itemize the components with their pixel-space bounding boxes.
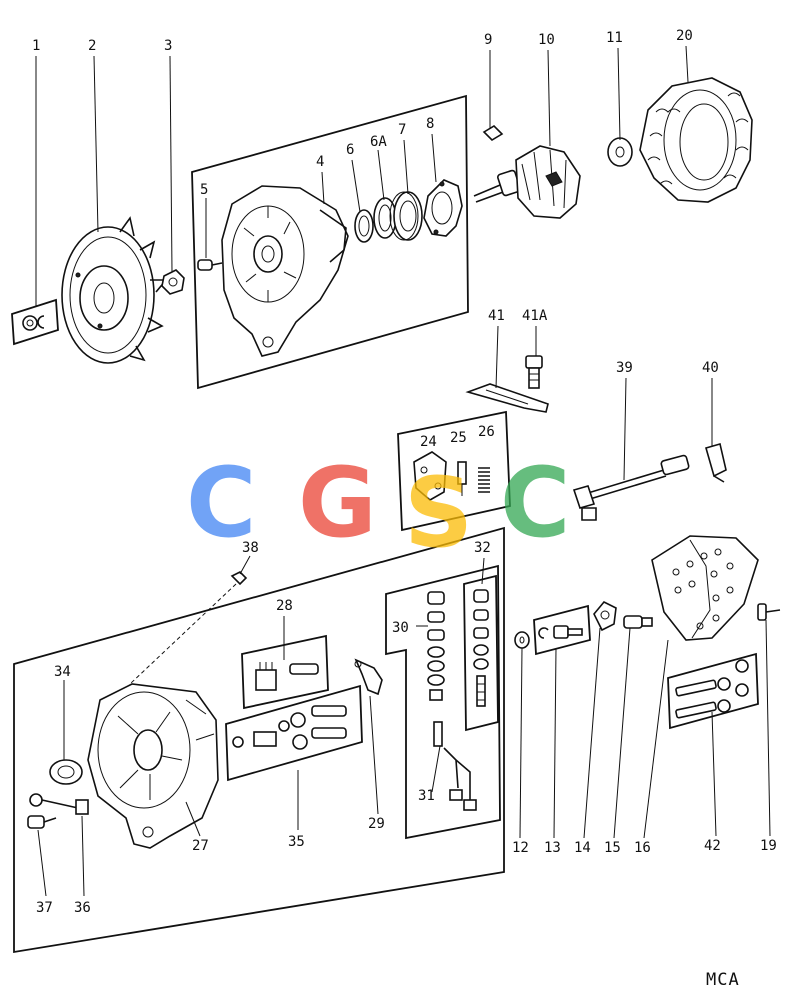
regulator-group-frame	[385, 564, 501, 840]
part-28-terminal-set	[255, 662, 319, 691]
watermark-letter-3: S	[404, 457, 473, 569]
part-35-terminal-kit	[232, 705, 347, 750]
label-25: 25	[450, 430, 467, 446]
part-25-brush	[457, 461, 467, 496]
label-11: 11	[606, 30, 623, 46]
label-34: 34	[54, 664, 71, 680]
label-1: 1	[32, 38, 40, 54]
part-32-nut-stack	[473, 589, 489, 707]
label-12: 12	[512, 840, 529, 856]
part-36-terminal	[29, 793, 89, 815]
part-38-screw	[230, 571, 248, 586]
part-12-washer	[514, 631, 530, 649]
label-6: 6	[346, 142, 354, 158]
part-2-pulley-fan	[61, 216, 168, 364]
label-35: 35	[288, 834, 305, 850]
part-5-screw	[197, 259, 223, 271]
watermark: C G S C	[186, 447, 570, 569]
label-8: 8	[426, 116, 434, 132]
part-37-screw	[27, 815, 57, 829]
label-20: 20	[676, 28, 693, 44]
label-42: 42	[704, 838, 721, 854]
label-5: 5	[200, 182, 208, 198]
label-39: 39	[616, 360, 633, 376]
label-9: 9	[484, 32, 492, 48]
part-32-group-frame	[463, 574, 499, 732]
label-7: 7	[398, 122, 406, 138]
label-32: 32	[474, 540, 491, 556]
part-3-nut	[161, 269, 185, 295]
label-13: 13	[544, 840, 561, 856]
label-14: 14	[574, 840, 591, 856]
part-26-spring	[478, 467, 490, 493]
watermark-letter-4: C	[500, 447, 570, 559]
part-15-screw	[623, 615, 653, 629]
brush-holder-group-frame	[397, 410, 511, 532]
watermark-letter-1: C	[186, 447, 256, 559]
part-10-rotor	[473, 145, 581, 219]
part-8-retainer-plate	[423, 179, 463, 237]
part-13-bolt-set	[538, 625, 583, 639]
part-19-screw	[757, 603, 781, 621]
label-24: 24	[420, 434, 437, 450]
part-42-bolt-set	[675, 659, 749, 719]
part-28-group-frame	[241, 634, 329, 710]
label-15: 15	[604, 840, 621, 856]
part-30-nut-stack	[427, 591, 445, 701]
part-42-group-frame	[667, 652, 759, 730]
label-3: 3	[164, 38, 172, 54]
part-41a-bolt	[525, 355, 543, 389]
part-27-housing	[87, 683, 219, 849]
part-41-bracket	[465, 383, 549, 413]
part-29-bracket	[354, 658, 383, 696]
label-27: 27	[192, 838, 209, 854]
part-24-brush-holder	[413, 451, 447, 501]
label-37: 37	[36, 900, 53, 916]
part-35-group-frame	[225, 684, 363, 782]
label-26: 26	[478, 424, 495, 440]
part-1-nut-washer	[11, 298, 59, 346]
label-28: 28	[276, 598, 293, 614]
part-40-clip	[705, 442, 727, 483]
label-4: 4	[316, 154, 324, 170]
part-7-bearing	[389, 191, 423, 241]
callout-labels: 1 2 3 4 5 6 6A 7 8 9 10 11 20 41 41A 39 …	[32, 28, 777, 916]
label-41a: 41A	[522, 308, 548, 324]
part-6-ring	[354, 209, 374, 243]
label-6a: 6A	[370, 134, 387, 150]
label-41: 41	[488, 308, 505, 324]
label-2: 2	[88, 38, 96, 54]
part-9-key	[482, 124, 504, 142]
part-31-regulator-lead	[433, 721, 477, 811]
label-29: 29	[368, 816, 385, 832]
label-30: 30	[392, 620, 409, 636]
part-20-stator	[639, 77, 753, 203]
part-13-group-frame	[533, 604, 591, 656]
label-19: 19	[760, 838, 777, 854]
part-4-end-shield	[221, 185, 349, 357]
part-34-bearing	[49, 759, 83, 785]
part-16-cover	[651, 535, 759, 641]
label-38: 38	[242, 540, 259, 556]
part-11-washer	[607, 137, 633, 167]
part-14-gasket	[593, 601, 617, 632]
label-31: 31	[418, 788, 435, 804]
end-shield-group-frame	[191, 94, 469, 390]
housing-group-frame	[13, 526, 505, 954]
label-10: 10	[538, 32, 555, 48]
label-16: 16	[634, 840, 651, 856]
label-40: 40	[702, 360, 719, 376]
diagram-code: MCA	[706, 970, 740, 990]
leader-lines	[35, 45, 771, 897]
part-39-cable	[572, 454, 690, 521]
part-6a-ring	[373, 197, 397, 239]
watermark-letter-2: G	[298, 447, 377, 559]
label-36: 36	[74, 900, 91, 916]
